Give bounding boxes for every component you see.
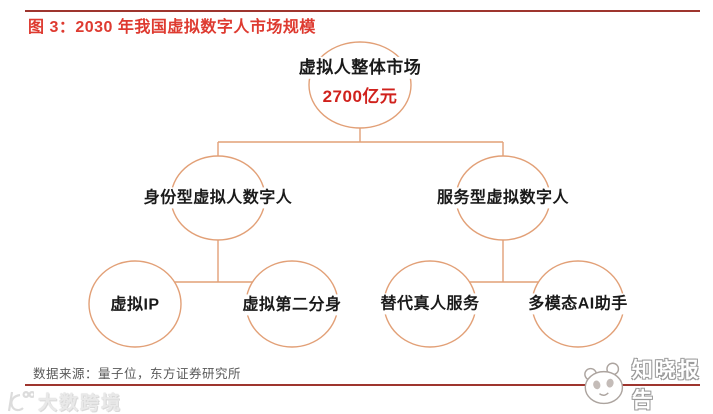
logo-icon: [7, 390, 34, 411]
avatar-node-label: 虚拟第二分身: [238, 294, 346, 316]
ip-node-label: 虚拟IP: [106, 294, 164, 316]
panda-icon: [584, 362, 624, 405]
watermark-bottom-right: 知晓报告: [580, 354, 713, 414]
bottom-rule: [25, 384, 700, 386]
root-node-label: 虚拟人整体市场: [294, 56, 426, 80]
root-node-value: 2700亿元: [318, 85, 402, 109]
figure-title: 图 3：2030 年我国虚拟数字人市场规模: [28, 19, 316, 36]
watermark-right-label: 知晓报告: [631, 359, 701, 412]
ai-assistant-node-label: 多模态AI助手: [524, 293, 632, 315]
replace-human-node-label: 替代真人服务: [376, 293, 484, 315]
watermark-left-label: 大数跨境: [38, 393, 123, 414]
source-note: 数据来源：量子位，东方证券研究所: [33, 367, 242, 381]
top-rule: [25, 10, 700, 12]
watermark-bottom-left: 大数跨境: [4, 388, 122, 414]
service-node-label: 服务型虚拟数字人: [432, 187, 574, 209]
identity-node-label: 身份型虚拟人数字人: [139, 187, 297, 209]
